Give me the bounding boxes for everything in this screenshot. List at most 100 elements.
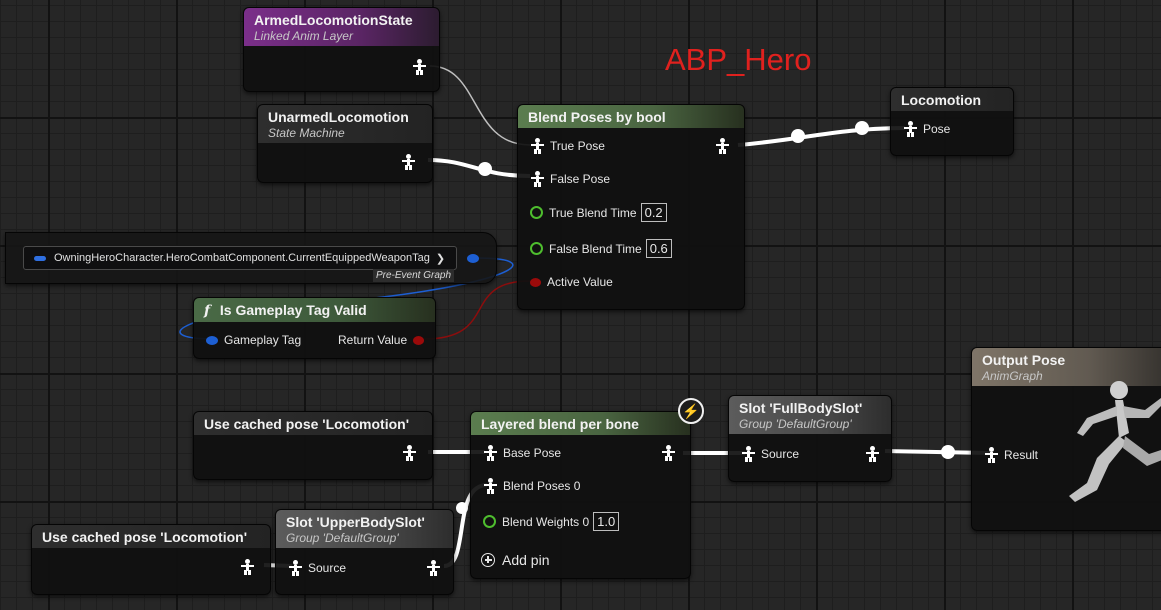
pose-pin-icon [530, 171, 544, 187]
source-pin[interactable]: Source [288, 560, 346, 576]
pin-label: Return Value [338, 333, 408, 347]
pin-label: Pose [923, 122, 951, 136]
active-value-pin[interactable]: Active Value [530, 275, 613, 289]
float-pin-icon [530, 242, 543, 255]
pose-output-pin-icon[interactable] [240, 559, 254, 575]
graph-title: ABP_Hero [665, 42, 812, 77]
pose-output-pin-icon[interactable] [865, 446, 879, 462]
node-title: UnarmedLocomotion [268, 109, 409, 125]
source-pin[interactable]: Source [741, 446, 799, 462]
base-pose-pin[interactable]: Base Pose [483, 445, 561, 461]
result-pin[interactable]: Result [984, 447, 1038, 463]
pose-output-pin-icon[interactable] [402, 445, 416, 461]
pose-pin-icon [483, 478, 497, 494]
wire-return-to-active [423, 280, 531, 340]
wire-blend-to-locomotion [737, 126, 906, 147]
node-slot-upperbody[interactable]: Slot 'UpperBodySlot' Group 'DefaultGroup… [275, 509, 454, 595]
node-current-weapon-tag-getter[interactable]: OwningHeroCharacter.HeroCombatComponent.… [5, 232, 497, 284]
node-blend-poses-by-bool[interactable]: Blend Poses by bool True Pose False Pose… [517, 104, 745, 310]
node-use-cached-pose-locomotion-1[interactable]: Use cached pose 'Locomotion' [193, 411, 433, 480]
node-use-cached-pose-locomotion-2[interactable]: Use cached pose 'Locomotion' [31, 524, 271, 595]
pin-label: Base Pose [503, 446, 562, 460]
add-pin-button[interactable]: Add pin [481, 552, 549, 568]
false-pose-pin[interactable]: False Pose [530, 171, 610, 187]
node-header: Use cached pose 'Locomotion' [32, 525, 270, 548]
node-header: Blend Poses by bool [518, 105, 744, 128]
node-subtitle: State Machine [268, 126, 345, 140]
node-subtitle: Linked Anim Layer [254, 29, 353, 43]
blend-weights-0-value[interactable]: 1.0 [593, 512, 620, 531]
node-header: Output Pose AnimGraph [972, 348, 1161, 386]
node-output-pose[interactable]: Output Pose AnimGraph Result [971, 347, 1161, 531]
pin-label: Source [761, 447, 800, 461]
node-header: ArmedLocomotionState Linked Anim Layer [244, 8, 439, 46]
pin-label: Active Value [547, 275, 613, 289]
node-title: Output Pose [982, 352, 1066, 368]
node-header: Use cached pose 'Locomotion' [194, 412, 432, 435]
false-blend-time-value[interactable]: 0.6 [645, 239, 672, 258]
pose-output-pin-icon[interactable] [426, 560, 440, 576]
tag-pin-icon [206, 335, 218, 345]
node-header: Layered blend per bone [471, 412, 690, 435]
tag-output-pin-icon[interactable] [467, 254, 479, 263]
pose-pin-icon [288, 560, 302, 576]
false-blend-time-pin[interactable]: False Blend Time 0.6 [530, 239, 672, 258]
node-subtitle: AnimGraph [982, 369, 1043, 383]
return-value-pin[interactable]: Return Value [338, 333, 430, 347]
pose-pin-icon [530, 138, 544, 154]
gameplay-tag-pin[interactable]: Gameplay Tag [206, 333, 301, 347]
add-pin-label: Add pin [502, 552, 550, 568]
pose-pin-icon [984, 447, 998, 463]
pose-pin-icon [483, 445, 497, 461]
fast-path-lightning-icon: ⚡ [678, 398, 704, 424]
node-header: Slot 'UpperBodySlot' Group 'DefaultGroup… [276, 510, 453, 548]
weapon-tag-dropdown[interactable]: OwningHeroCharacter.HeroCombatComponent.… [23, 246, 457, 270]
pin-label: False Blend Time [549, 241, 642, 256]
tag-value: OwningHeroCharacter.HeroCombatComponent.… [54, 252, 430, 264]
pose-pin-icon [741, 446, 755, 462]
node-subtitle: Group 'DefaultGroup' [739, 417, 852, 431]
node-title: Slot 'UpperBodySlot' [286, 514, 425, 530]
pin-label: Blend Poses 0 [503, 479, 581, 493]
true-pose-pin[interactable]: True Pose [530, 138, 605, 154]
pin-label: False Pose [550, 172, 611, 186]
running-mannequin-icon [1069, 381, 1161, 502]
pin-label: Result [1004, 448, 1039, 462]
pose-output-pin-icon[interactable] [412, 59, 426, 75]
pose-output-pin-icon[interactable] [661, 445, 675, 461]
pre-event-badge: Pre-Event Graph [373, 269, 455, 282]
node-header: Slot 'FullBodySlot' Group 'DefaultGroup' [729, 396, 891, 434]
node-unarmed-locomotion[interactable]: UnarmedLocomotion State Machine [257, 104, 433, 183]
blend-poses-0-pin[interactable]: Blend Poses 0 [483, 478, 580, 494]
pin-label: Source [308, 561, 347, 575]
bool-pin-icon [413, 335, 425, 345]
add-pin-icon [481, 553, 495, 567]
wire-armed-to-true-pose [429, 65, 531, 146]
pin-label: True Blend Time [549, 205, 637, 220]
function-icon: f [204, 303, 211, 319]
node-title: ArmedLocomotionState [254, 12, 413, 28]
pose-output-pin-icon[interactable] [715, 138, 729, 154]
float-pin-icon [483, 515, 496, 528]
true-blend-time-pin[interactable]: True Blend Time 0.2 [530, 203, 667, 222]
wire-unarmed-to-false-pose [427, 158, 531, 178]
node-locomotion[interactable]: Locomotion Pose [890, 87, 1014, 156]
pin-label: Blend Weights 0 [502, 514, 590, 529]
node-title: Is Gameplay Tag Valid [219, 302, 367, 318]
node-subtitle: Group 'DefaultGroup' [286, 531, 399, 545]
node-is-gameplay-tag-valid[interactable]: f Is Gameplay Tag Valid Gameplay Tag Ret… [193, 297, 436, 359]
node-armed-locomotion-state[interactable]: ArmedLocomotionState Linked Anim Layer [243, 7, 440, 92]
blend-weights-0-pin[interactable]: Blend Weights 0 1.0 [483, 512, 620, 531]
bool-pin-icon [530, 277, 541, 287]
pose-output-pin-icon[interactable] [401, 154, 415, 170]
pin-label: True Pose [550, 139, 605, 153]
pose-pin-icon [903, 121, 917, 137]
chevron-down-icon: ❯ [435, 252, 446, 265]
true-blend-time-value[interactable]: 0.2 [640, 203, 667, 222]
node-title: Slot 'FullBodySlot' [739, 400, 863, 416]
node-header: f Is Gameplay Tag Valid [194, 298, 435, 322]
node-slot-fullbody[interactable]: Slot 'FullBodySlot' Group 'DefaultGroup'… [728, 395, 892, 482]
node-layered-blend-per-bone[interactable]: Layered blend per bone Base Pose Blend P… [470, 411, 691, 579]
pose-input-pin[interactable]: Pose [903, 121, 950, 137]
tag-pin-icon [34, 255, 46, 261]
